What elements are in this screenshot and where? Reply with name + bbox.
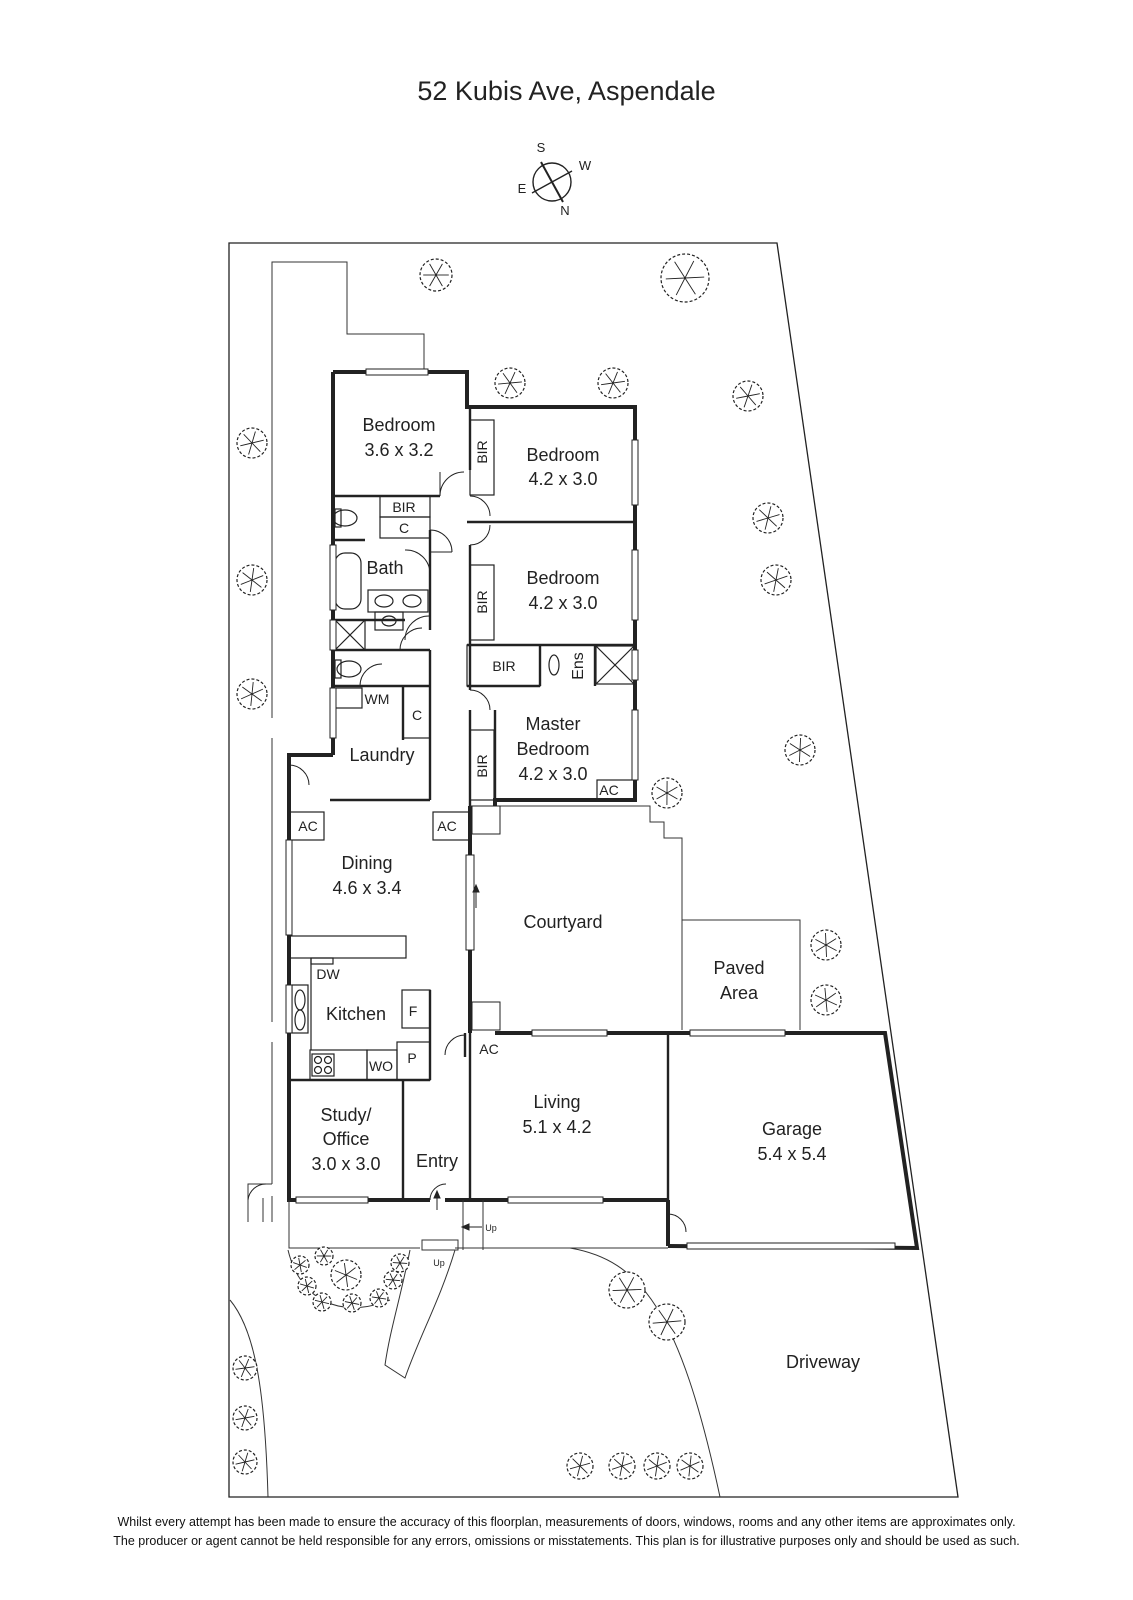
disclaimer: Whilst every attempt has been made to en… (30, 1513, 1103, 1551)
bedroom-3-dims: 4.2 x 3.0 (528, 593, 597, 613)
lot-boundary (228, 242, 959, 1498)
bedroom-2-name: Bedroom (526, 445, 599, 465)
ac-label-4: AC (479, 1041, 498, 1057)
tree-icon (383, 1270, 403, 1290)
wm-label: WM (365, 691, 390, 707)
dining-name: Dining (341, 853, 392, 873)
tree-icon (390, 1253, 410, 1273)
tree-icon (566, 1452, 594, 1480)
fixture-labels: BIR BIR BIR BIR BIR C C WM Ens AC AC AC … (298, 440, 618, 1268)
tree-icon (660, 253, 710, 303)
fridge-label: F (409, 1003, 418, 1019)
compass-n: N (560, 203, 569, 218)
compass-s: S (537, 140, 546, 155)
bir-label-3: BIR (474, 754, 490, 777)
tree-icon (290, 1255, 310, 1275)
compass-e: E (518, 181, 527, 196)
courtyard-label: Courtyard (523, 912, 602, 932)
bedroom-2-dims: 4.2 x 3.0 (528, 469, 597, 489)
exterior-walls (287, 370, 920, 1251)
paved-area-line2: Area (720, 983, 759, 1003)
bir-label-2: BIR (474, 590, 490, 613)
entry-label: Entry (416, 1151, 458, 1171)
disclaimer-line-2: The producer or agent cannot be held res… (113, 1534, 1020, 1548)
ac-label-2: AC (298, 818, 317, 834)
tree-icon (330, 1259, 362, 1291)
tree-icon (314, 1246, 334, 1266)
paved-area-line1: Paved (713, 958, 764, 978)
arrows (433, 883, 482, 1231)
garage-name: Garage (762, 1119, 822, 1139)
windows (285, 368, 896, 1250)
disclaimer-line-1: Whilst every attempt has been made to en… (117, 1515, 1016, 1529)
cupboard-label-1: C (399, 520, 409, 536)
joinery (288, 419, 636, 1081)
living-dims: 5.1 x 4.2 (522, 1117, 591, 1137)
plan-title: 52 Kubis Ave, Aspendale (417, 76, 716, 106)
tree-icon (419, 258, 453, 292)
trees (232, 253, 842, 1480)
pantry-label: P (407, 1050, 416, 1066)
bir-label-4: BIR (392, 499, 415, 515)
tree-icon (760, 564, 792, 596)
garage-dims: 5.4 x 5.4 (757, 1144, 826, 1164)
tree-icon (597, 367, 629, 399)
compass-icon: S W E N (518, 140, 592, 218)
tree-icon (232, 1355, 258, 1381)
room-labels: Bedroom 3.6 x 3.2 Bedroom 4.2 x 3.0 Bedr… (311, 415, 860, 1372)
tree-icon (643, 1452, 671, 1480)
driveway-label: Driveway (786, 1352, 860, 1372)
bath-label: Bath (366, 558, 403, 578)
ensuite-label: Ens (570, 652, 587, 680)
tree-icon (676, 1452, 704, 1480)
dining-dims: 4.6 x 3.4 (332, 878, 401, 898)
tree-icon (312, 1292, 332, 1312)
tree-icon (752, 502, 784, 534)
master-bedroom-dims: 4.2 x 3.0 (518, 764, 587, 784)
study-dims: 3.0 x 3.0 (311, 1154, 380, 1174)
tree-icon (784, 734, 816, 766)
tree-icon (232, 1405, 258, 1431)
tree-icon (608, 1271, 646, 1309)
wall-oven-label: WO (369, 1058, 393, 1074)
tree-icon (810, 929, 842, 961)
cupboard-label-2: C (412, 707, 422, 723)
door-swings (247, 471, 687, 1233)
ac-label-3: AC (437, 818, 456, 834)
bir-label-5: BIR (492, 658, 515, 674)
tree-icon (297, 1276, 317, 1296)
living-name: Living (533, 1092, 580, 1112)
up-label-2: Up (433, 1258, 445, 1268)
tree-icon (732, 380, 764, 412)
tree-icon (369, 1288, 389, 1308)
bir-label-1: BIR (474, 440, 490, 463)
bedroom-1-name: Bedroom (362, 415, 435, 435)
dw-label: DW (316, 966, 340, 982)
tree-icon (810, 984, 842, 1016)
tree-icon (651, 777, 683, 809)
side-path (247, 261, 425, 1222)
paving (229, 805, 801, 1498)
tree-icon (236, 564, 268, 596)
bedroom-1-dims: 3.6 x 3.2 (364, 440, 433, 460)
tree-icon (494, 367, 526, 399)
tree-icon (232, 1449, 258, 1475)
ac-units (471, 805, 501, 1031)
study-name2: Office (323, 1129, 370, 1149)
tree-icon (236, 678, 268, 710)
tree-icon (608, 1452, 636, 1480)
study-name: Study/ (320, 1105, 371, 1125)
tree-icon (342, 1293, 362, 1313)
tree-icon (648, 1303, 686, 1341)
laundry-label: Laundry (349, 745, 414, 765)
kitchen-label: Kitchen (326, 1004, 386, 1024)
master-bedroom-name2: Bedroom (516, 739, 589, 759)
master-bedroom-name: Master (525, 714, 580, 734)
tree-icon (236, 427, 268, 459)
bedroom-3-name: Bedroom (526, 568, 599, 588)
ac-label-1: AC (599, 782, 618, 798)
up-label-1: Up (485, 1223, 497, 1233)
compass-w: W (579, 158, 592, 173)
